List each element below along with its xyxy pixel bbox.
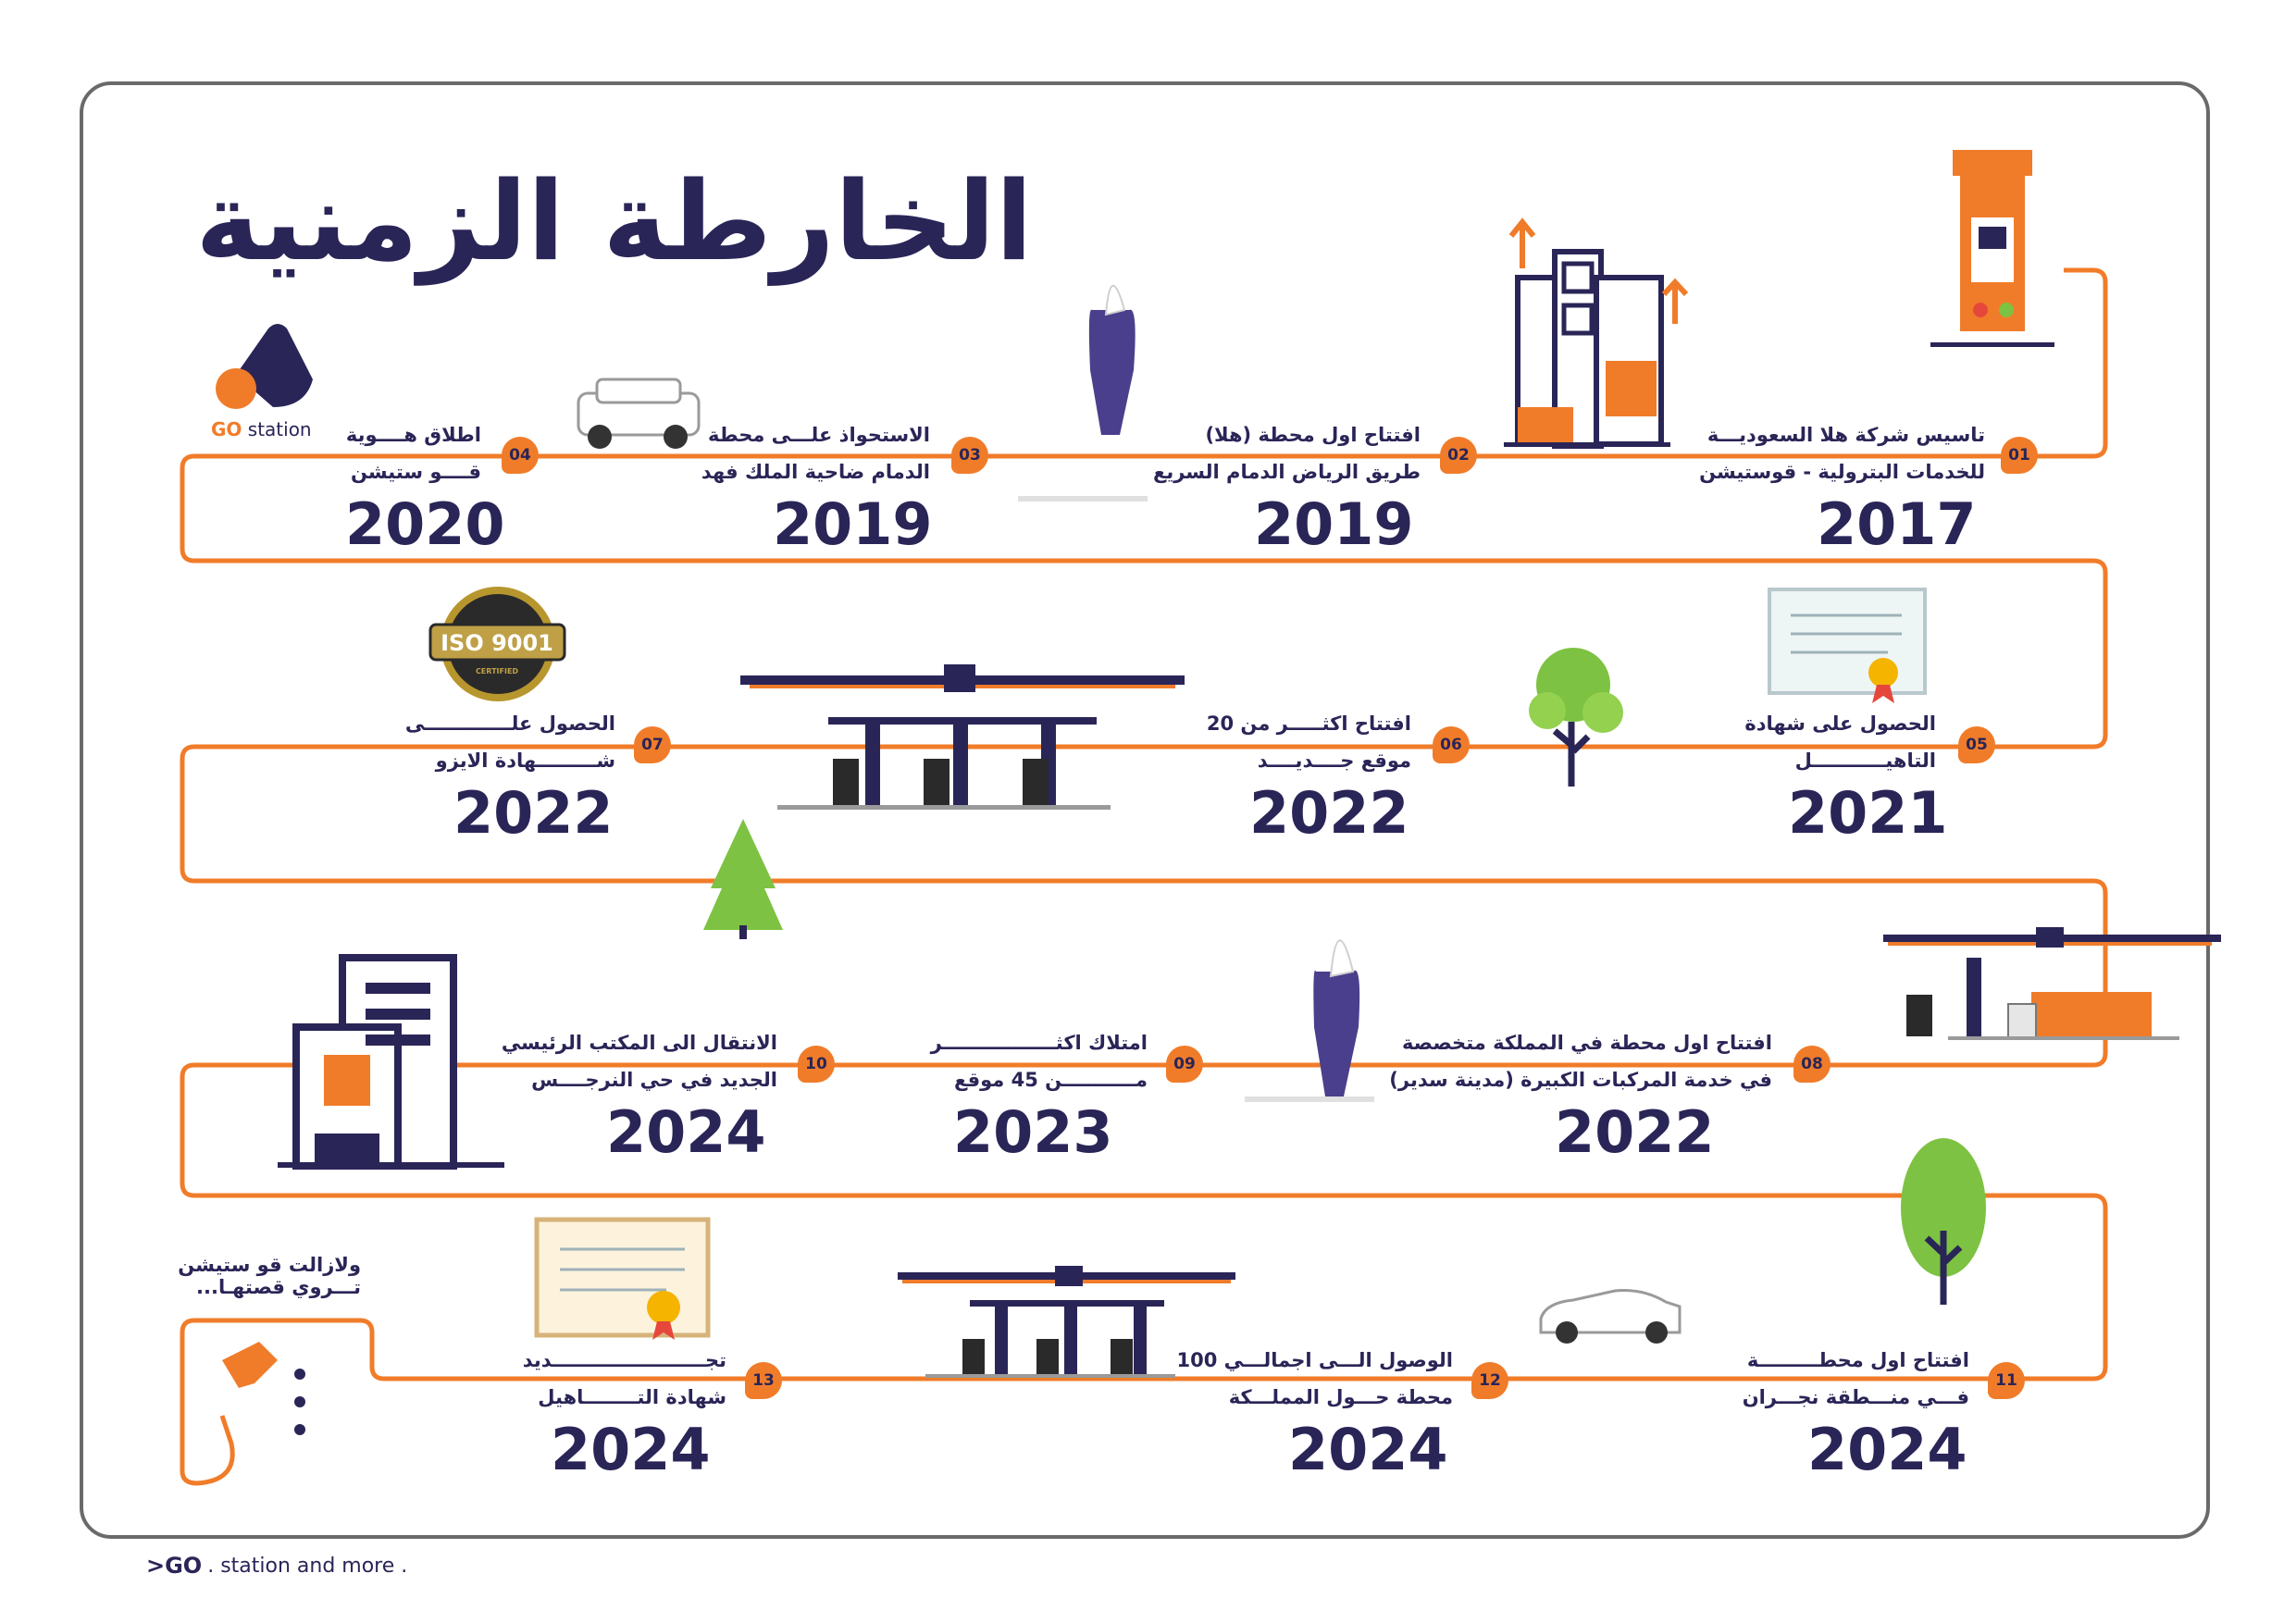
- milestone-badge-01: 01: [2001, 437, 2038, 474]
- closing-line1: ولازالت قو ستيشن: [178, 1254, 361, 1276]
- milestone-line2: التاهيـــــــــــل: [1794, 750, 1936, 772]
- milestone-line1: اطلاق هــــوية: [345, 424, 481, 446]
- certificate-icon-13: [534, 1217, 711, 1340]
- milestone-badge-04: 04: [502, 437, 539, 474]
- footer-brand: >GO . station and more .: [146, 1553, 407, 1579]
- milestone-line1: تاسيس شركة هلا السعوديـــة: [1706, 424, 1985, 446]
- milestone-year: 2022: [1555, 1098, 1715, 1166]
- milestone-line1: الوصول الـــى اجمالـــي 100: [1176, 1349, 1453, 1371]
- station-totem-icon: [1018, 284, 1148, 502]
- milestone-line1: افتتاح اكثـــــر من 20: [1206, 712, 1411, 735]
- footer-text: . station and more .: [207, 1554, 408, 1578]
- milestone-line1: الاستحواذ علـــى محطة: [708, 424, 930, 446]
- milestone-year: 2024: [1807, 1416, 1967, 1483]
- milestone-line2: للخدمات البترولية - قوستيشن: [1699, 461, 1985, 483]
- sedan-car-icon: [1539, 1289, 1682, 1344]
- milestone-year: 2021: [1788, 779, 1948, 847]
- buildings-growth-icon: [1504, 217, 1689, 449]
- milestone-line2: فـــي منـــطقة نجـــران: [1742, 1386, 1969, 1408]
- milestone-badge-11: 11: [1988, 1362, 2025, 1399]
- fuel-nozzle-icon: [222, 1342, 305, 1435]
- go-station-logo: [216, 324, 313, 409]
- milestone-line1: امتلاك اكثـــــــــــــــــر: [930, 1032, 1148, 1054]
- milestone-year: 2024: [606, 1098, 766, 1166]
- office-building-icon: [278, 954, 504, 1170]
- truck-station-icon: [1883, 927, 2221, 1040]
- timeline-path: [180, 267, 2108, 1486]
- milestone-line2: في خدمة المركبات الكبيرة (مدينة سدير): [1389, 1069, 1772, 1091]
- milestone-badge-07: 07: [634, 726, 671, 763]
- milestone-line1: الانتقال الى المكتب الرئيسي: [501, 1032, 777, 1054]
- milestone-year: 2022: [453, 779, 614, 847]
- milestone-line1: افتتاح اول محطة (هلا): [1205, 424, 1421, 446]
- milestone-badge-02: 02: [1440, 437, 1477, 474]
- milestone-line1: افتتاح اول محطة في المملكة متخصصة: [1401, 1032, 1772, 1054]
- closing-line2: تـــروي قصتهـا...: [196, 1276, 361, 1298]
- page-title: الخارطة الزمنية: [195, 157, 1033, 285]
- suv-car-icon: [577, 378, 701, 449]
- gas-station-canopy-icon: [740, 664, 1185, 810]
- milestone-year: 2019: [773, 490, 933, 558]
- milestone-line2: مـــــــــــن 45 موقع: [954, 1069, 1148, 1091]
- closing-note: ولازالت قو ستيشن تـــروي قصتهـا...: [178, 1254, 361, 1298]
- footer-go-mark: >GO: [146, 1553, 203, 1579]
- gas-station-canopy-icon-12: [898, 1266, 1235, 1378]
- milestone-line1: افتتاح اول محطـــــــــة: [1746, 1349, 1969, 1371]
- milestone-year: 2024: [1288, 1416, 1448, 1483]
- milestone-line2: موقع جــــديــــد: [1257, 750, 1411, 772]
- milestone-line2: محطة حـــول المملـــكة: [1228, 1386, 1453, 1408]
- milestone-line1: تجـــــــــــــــــــــــديد: [522, 1349, 726, 1371]
- milestone-year: 2024: [551, 1416, 711, 1483]
- certificate-icon-05: [1768, 588, 1927, 703]
- milestone-badge-03: 03: [951, 437, 988, 474]
- milestone-line2: شهادة التــــــــاهيل: [538, 1386, 726, 1408]
- station-totem-icon-09: [1245, 939, 1374, 1102]
- milestone-line2: الجديد في حي النرجــــس: [531, 1069, 777, 1091]
- milestone-badge-12: 12: [1471, 1362, 1508, 1399]
- go-station-logo-text: GO station: [211, 418, 312, 440]
- milestone-line2: قــــو ستيشن: [350, 461, 481, 483]
- milestone-line2: الدمام ضاحية الملك فهد: [701, 461, 930, 483]
- milestone-badge-10: 10: [798, 1046, 835, 1083]
- milestone-year: 2020: [345, 490, 505, 558]
- iso-badge-icon: [428, 587, 566, 701]
- milestone-line2: طريق الرياض الدمام السريع: [1153, 461, 1421, 483]
- milestone-year: 2023: [953, 1098, 1113, 1166]
- milestone-line1: الحصول علـــــــــــــى: [404, 712, 615, 735]
- milestone-badge-05: 05: [1958, 726, 1995, 763]
- milestone-badge-06: 06: [1433, 726, 1470, 763]
- iso-badge-text: ISO 9001: [441, 630, 553, 656]
- milestone-badge-08: 08: [1793, 1046, 1831, 1083]
- milestone-year: 2019: [1254, 490, 1414, 558]
- milestone-year: 2022: [1249, 779, 1409, 847]
- milestone-year: 2017: [1817, 490, 1977, 558]
- milestone-badge-13: 13: [745, 1362, 782, 1399]
- milestone-badge-09: 09: [1166, 1046, 1203, 1083]
- pine-tree-icon: [703, 819, 783, 939]
- tree-icon-11: [1901, 1138, 1986, 1305]
- tree-icon-06: [1529, 648, 1623, 787]
- fuel-pump-icon: [1930, 150, 2054, 347]
- timeline-frame: [80, 81, 2210, 1539]
- milestone-line1: الحصول على شهادة: [1744, 712, 1936, 735]
- milestone-line2: شـــــــــهادة الايزو: [435, 750, 615, 772]
- iso-badge-subtext: CERTIFIED: [476, 667, 518, 675]
